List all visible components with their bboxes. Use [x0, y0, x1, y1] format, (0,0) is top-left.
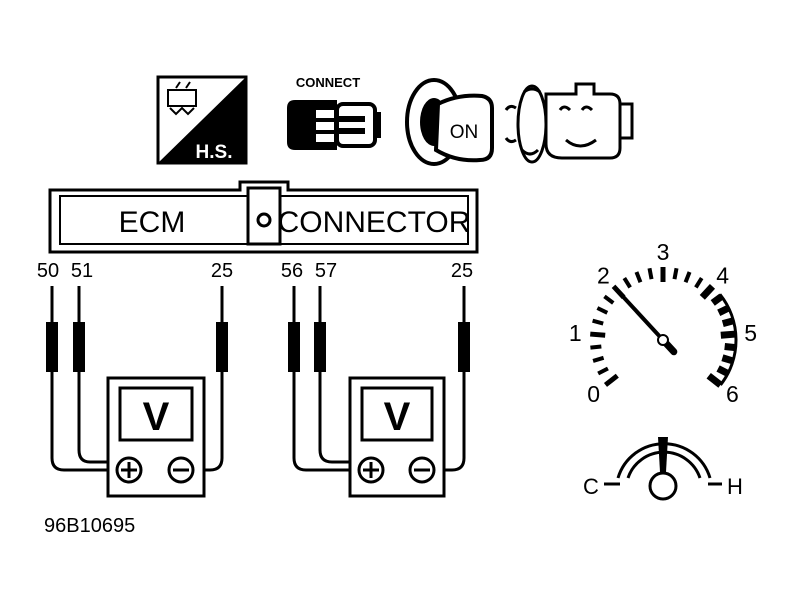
hot-start-badge: H.S. — [196, 142, 233, 163]
tachometer-tick — [590, 344, 602, 350]
probe-56 — [288, 322, 300, 372]
temperature-hot-label: H — [727, 474, 743, 499]
tachometer-redline-arc — [718, 293, 738, 386]
probe-leads-right — [292, 286, 466, 472]
tachometer-tick — [717, 304, 731, 316]
figure-id: 96B10695 — [44, 515, 135, 537]
ignition-on-label: ON — [450, 122, 479, 143]
tachometer-tick — [720, 330, 737, 339]
tachometer-tick — [721, 317, 735, 327]
tachometer-ticks — [590, 267, 738, 388]
voltmeter-left-group: 50 51 25 V — [37, 260, 233, 498]
probe-51 — [73, 322, 85, 372]
tachometer-tick — [603, 373, 619, 387]
tachometer-tick — [694, 277, 704, 289]
voltmeter-left-display: V — [143, 395, 170, 439]
engine-icon — [504, 82, 634, 164]
tachometer-tick — [724, 342, 736, 352]
ecm-connector: ECM CONNECTOR — [48, 180, 479, 254]
tachometer-tick — [590, 331, 606, 338]
probe-50 — [46, 322, 58, 372]
terminal-label-50: 50 — [37, 260, 59, 282]
tachometer-tick — [710, 293, 724, 306]
probe-25-left — [216, 322, 228, 372]
tachometer-tick — [716, 365, 730, 377]
terminal-label-57: 57 — [315, 260, 337, 282]
tachometer-tick — [592, 318, 604, 326]
connect-icon: CONNECT — [287, 75, 381, 150]
tachometer-scale-label: 6 — [726, 381, 739, 407]
tachometer-tick — [647, 267, 654, 280]
tachometer-tick — [596, 306, 609, 315]
voltmeter-right-group: 56 57 25 V — [281, 260, 473, 498]
hot-start-icon: H.S. — [156, 75, 248, 165]
connector-lock-tab — [256, 212, 272, 228]
tachometer-tick — [683, 271, 692, 283]
tachometer-tick — [592, 355, 605, 363]
probe-leads-left — [50, 286, 224, 472]
connect-label: CONNECT — [296, 75, 360, 90]
tachometer-hub — [657, 334, 669, 346]
terminal-label-25-left: 25 — [211, 260, 233, 282]
connector-label: CONNECTOR — [278, 206, 471, 239]
tachometer-tick — [721, 354, 734, 365]
terminal-label-51: 51 — [71, 260, 93, 282]
tachometer-scale-label: 5 — [744, 320, 757, 346]
voltmeter-right: V — [348, 376, 446, 498]
tachometer-scale-label: 2 — [597, 262, 610, 288]
probe-25-right — [458, 322, 470, 372]
voltmeter-right-display: V — [384, 395, 411, 439]
tachometer-tick — [634, 271, 643, 283]
terminal-label-56: 56 — [281, 260, 303, 282]
ecm-label: ECM — [119, 206, 186, 239]
terminal-label-25-right: 25 — [451, 260, 473, 282]
tachometer-scale-label: 4 — [716, 262, 729, 288]
tachometer-scale-label: 0 — [587, 381, 600, 407]
tachometer-tick — [597, 366, 609, 376]
tachometer-scale: 0 1 2 3 4 5 6 — [569, 239, 757, 407]
tachometer-tick — [622, 277, 632, 289]
tachometer: 0 1 2 3 4 5 6 — [569, 239, 757, 407]
temperature-gauge: C H — [583, 437, 743, 501]
tachometer-tick — [603, 294, 615, 305]
tachometer-scale-label: 3 — [657, 239, 670, 265]
tachometer-scale-label: 1 — [569, 320, 582, 346]
tachometer-tick — [672, 267, 679, 280]
tachometer-tick — [699, 283, 716, 300]
voltmeter-left: V — [106, 376, 206, 498]
temperature-needle — [658, 437, 668, 472]
probe-57 — [314, 322, 326, 372]
ignition-key-icon: ON — [405, 78, 494, 166]
tachometer-needle — [620, 293, 665, 342]
temperature-cold-label: C — [583, 474, 599, 499]
tachometer-tick — [706, 372, 723, 388]
